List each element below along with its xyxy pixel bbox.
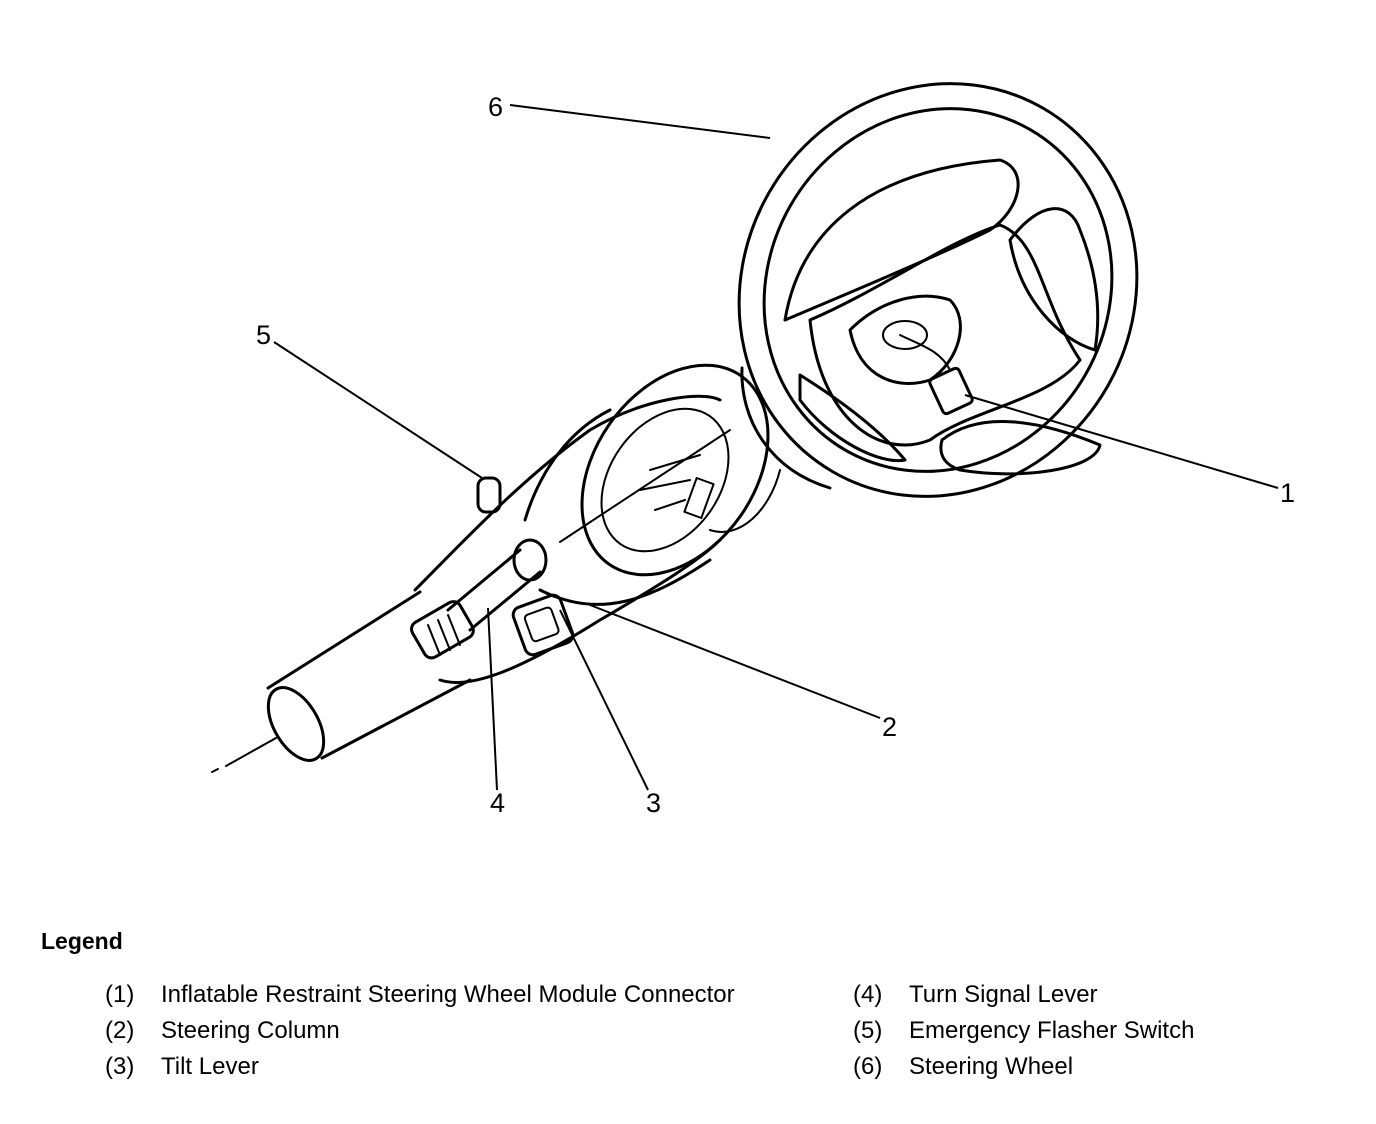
legend-label: Steering Wheel xyxy=(909,1053,1074,1080)
legend-column-right: (4) Turn Signal Lever (5) Emergency Flas… xyxy=(853,980,1353,1088)
legend-item: (2) Steering Column xyxy=(105,1016,745,1045)
emergency-flasher-switch xyxy=(476,476,502,514)
tilt-lever xyxy=(511,593,575,657)
legend-number: (6) xyxy=(853,1053,883,1080)
legend-column-left: (1) Inflatable Restraint Steering Wheel … xyxy=(105,980,745,1088)
turn-signal-lever xyxy=(410,538,548,660)
callout-2: 2 xyxy=(882,712,897,742)
callout-5: 5 xyxy=(256,320,271,350)
legend-title: Legend xyxy=(41,928,123,954)
legend-label: Tilt Lever xyxy=(161,1053,259,1080)
leader-lines xyxy=(273,104,1279,791)
steering-column-tube xyxy=(211,590,472,773)
legend-number: (2) xyxy=(105,1017,135,1044)
legend-label: Emergency Flasher Switch xyxy=(909,1017,1195,1044)
legend-number: (1) xyxy=(105,981,135,1008)
steering-column-diagram: 6 1 2 3 4 5 xyxy=(211,82,1295,818)
steering-wheel xyxy=(737,82,1139,498)
legend-item: (3) Tilt Lever xyxy=(105,1052,745,1081)
callout-6: 6 xyxy=(488,92,503,122)
legend-number: (4) xyxy=(853,981,883,1008)
legend-item: (5) Emergency Flasher Switch xyxy=(853,1016,1353,1045)
legend-item: (1) Inflatable Restraint Steering Wheel … xyxy=(105,980,745,1009)
callout-4: 4 xyxy=(490,788,505,818)
callout-3: 3 xyxy=(646,788,661,818)
legend-item: (4) Turn Signal Lever xyxy=(853,980,1353,1009)
legend-label: Turn Signal Lever xyxy=(909,981,1098,1008)
legend-label: Steering Column xyxy=(161,1017,340,1044)
legend-item: (6) Steering Wheel xyxy=(853,1052,1353,1081)
legend-number: (5) xyxy=(853,1017,883,1044)
callout-1: 1 xyxy=(1280,478,1295,508)
legend-number: (3) xyxy=(105,1053,135,1080)
legend-label: Inflatable Restraint Steering Wheel Modu… xyxy=(161,981,735,1008)
